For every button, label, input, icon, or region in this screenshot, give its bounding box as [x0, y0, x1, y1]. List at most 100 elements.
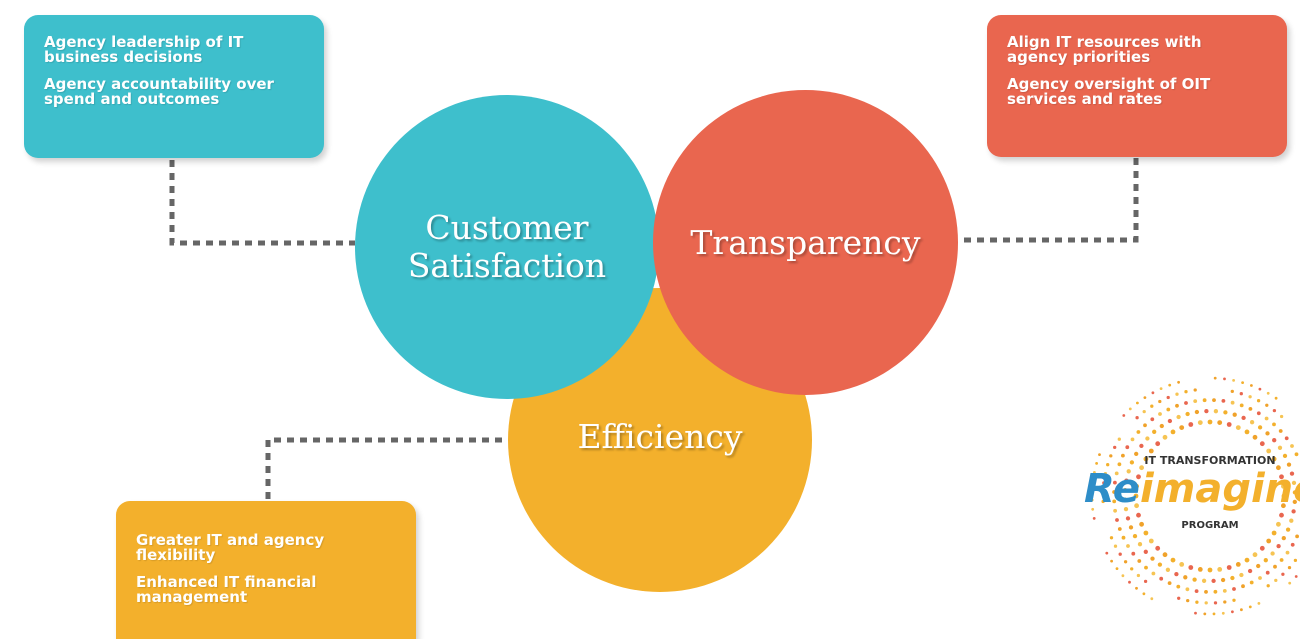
logo-dot — [1102, 481, 1106, 485]
logo-dot — [1222, 589, 1227, 593]
logo-dot — [1091, 507, 1095, 511]
logo-dot — [1284, 436, 1289, 441]
logo-dot — [1249, 420, 1255, 425]
logo-dot — [1223, 600, 1227, 604]
logo-dot — [1176, 414, 1181, 420]
logo-dot — [1282, 453, 1288, 459]
logo-dot — [1112, 499, 1117, 504]
logo-dot — [1223, 377, 1226, 381]
logo-dot — [1276, 465, 1281, 471]
logo-dot — [1117, 527, 1122, 531]
logo-dot — [1103, 472, 1108, 476]
logo-dot — [1285, 550, 1290, 555]
logo-dot — [1123, 487, 1128, 493]
logo-dot — [1213, 376, 1217, 380]
logo-dot — [1289, 471, 1295, 476]
logo-dot — [1128, 525, 1134, 530]
logo-dot — [1258, 576, 1262, 580]
logo-dot — [1117, 437, 1121, 441]
logo-dot — [1150, 597, 1154, 601]
logo-dot — [1142, 409, 1146, 414]
logo-dot — [1167, 581, 1172, 585]
logo-dot — [1121, 453, 1125, 458]
logo-dot — [1244, 557, 1250, 563]
logo-dot — [1145, 436, 1150, 441]
logo-dot — [1114, 471, 1119, 476]
logo-dot — [1143, 456, 1149, 462]
logo-dot — [1143, 549, 1148, 554]
logo-dot — [1195, 600, 1199, 604]
logo-dot — [1259, 545, 1265, 551]
transparency-circle: Transparency — [653, 90, 958, 395]
logo-dot — [1144, 565, 1148, 570]
efficiency-label: Efficiency — [577, 417, 743, 456]
logo-dot — [1289, 518, 1294, 523]
logo-dot — [1128, 580, 1131, 584]
logo-dot — [1155, 441, 1161, 447]
logo-word-imagine: imagine — [1140, 466, 1300, 512]
logo-dot — [1257, 425, 1263, 430]
logo-dot — [1281, 572, 1285, 576]
logo-dot — [1230, 575, 1235, 581]
logo-dot — [1115, 567, 1119, 570]
logo-dot — [1136, 430, 1141, 434]
logo-dot — [1271, 456, 1277, 462]
logo-dot — [1135, 586, 1138, 590]
logo-dot — [1121, 535, 1126, 540]
customer-satisfaction-box: Agency leadership of IT business decisio… — [24, 15, 324, 158]
logo-dot — [1142, 592, 1146, 596]
logo-dot — [1230, 389, 1234, 394]
logo-dot — [1162, 552, 1168, 558]
logo-dot — [1174, 571, 1179, 577]
logo-dot — [1167, 418, 1173, 424]
logo-dot — [1177, 380, 1180, 384]
logo-dot — [1130, 567, 1134, 571]
logo-dot — [1211, 578, 1216, 584]
logo-dot — [1266, 391, 1270, 395]
logo-dot — [1184, 401, 1188, 405]
logo-dot — [1249, 580, 1254, 585]
customer-satisfaction-circle: Customer Satisfaction — [355, 95, 659, 399]
logo-dot — [1188, 422, 1194, 427]
logo-dot — [1291, 509, 1296, 514]
logo-dot — [1250, 384, 1253, 387]
logo-dot — [1252, 552, 1258, 558]
logo-dot — [1212, 612, 1216, 616]
box-item: Greater IT and agency flexibility — [136, 531, 325, 564]
logo-dot — [1155, 545, 1161, 551]
logo-dot — [1179, 425, 1185, 430]
box-item: Agency accountability over spend and out… — [44, 75, 274, 108]
logo-dot — [1101, 490, 1105, 494]
logo-dot — [1185, 587, 1190, 592]
logo-dot — [1241, 415, 1246, 421]
logo-dot — [1177, 596, 1181, 600]
logo-dot — [1257, 602, 1261, 605]
logo-dot — [1239, 392, 1243, 396]
logo-dot — [1159, 387, 1163, 390]
logo-dot — [1159, 423, 1164, 429]
logo-dot — [1293, 558, 1298, 563]
logo-dot — [1204, 408, 1209, 414]
logo-dot — [1266, 448, 1272, 454]
logo-dot — [1223, 410, 1228, 415]
logo-dot — [1291, 480, 1297, 486]
logo-dot — [1263, 558, 1268, 563]
logo-dot — [1279, 474, 1284, 480]
logo-dot — [1165, 567, 1171, 572]
logo-dot — [1159, 576, 1164, 581]
logo-dot — [1290, 444, 1294, 448]
logo-dot — [1240, 608, 1243, 612]
logo-dot — [1090, 489, 1094, 493]
logo-dot — [1226, 422, 1232, 427]
logo-dot — [1207, 567, 1213, 573]
logo-dot — [1117, 462, 1122, 467]
logo-dot — [1230, 400, 1235, 405]
logo-dot — [1281, 503, 1286, 509]
logo-dot — [1136, 401, 1139, 405]
logo-dot — [1271, 530, 1277, 536]
logo-dot — [1090, 498, 1094, 502]
logo-dot — [1244, 429, 1250, 435]
logo-dot — [1292, 490, 1298, 495]
logo-dot — [1122, 497, 1128, 502]
logo-dot — [1217, 567, 1223, 572]
